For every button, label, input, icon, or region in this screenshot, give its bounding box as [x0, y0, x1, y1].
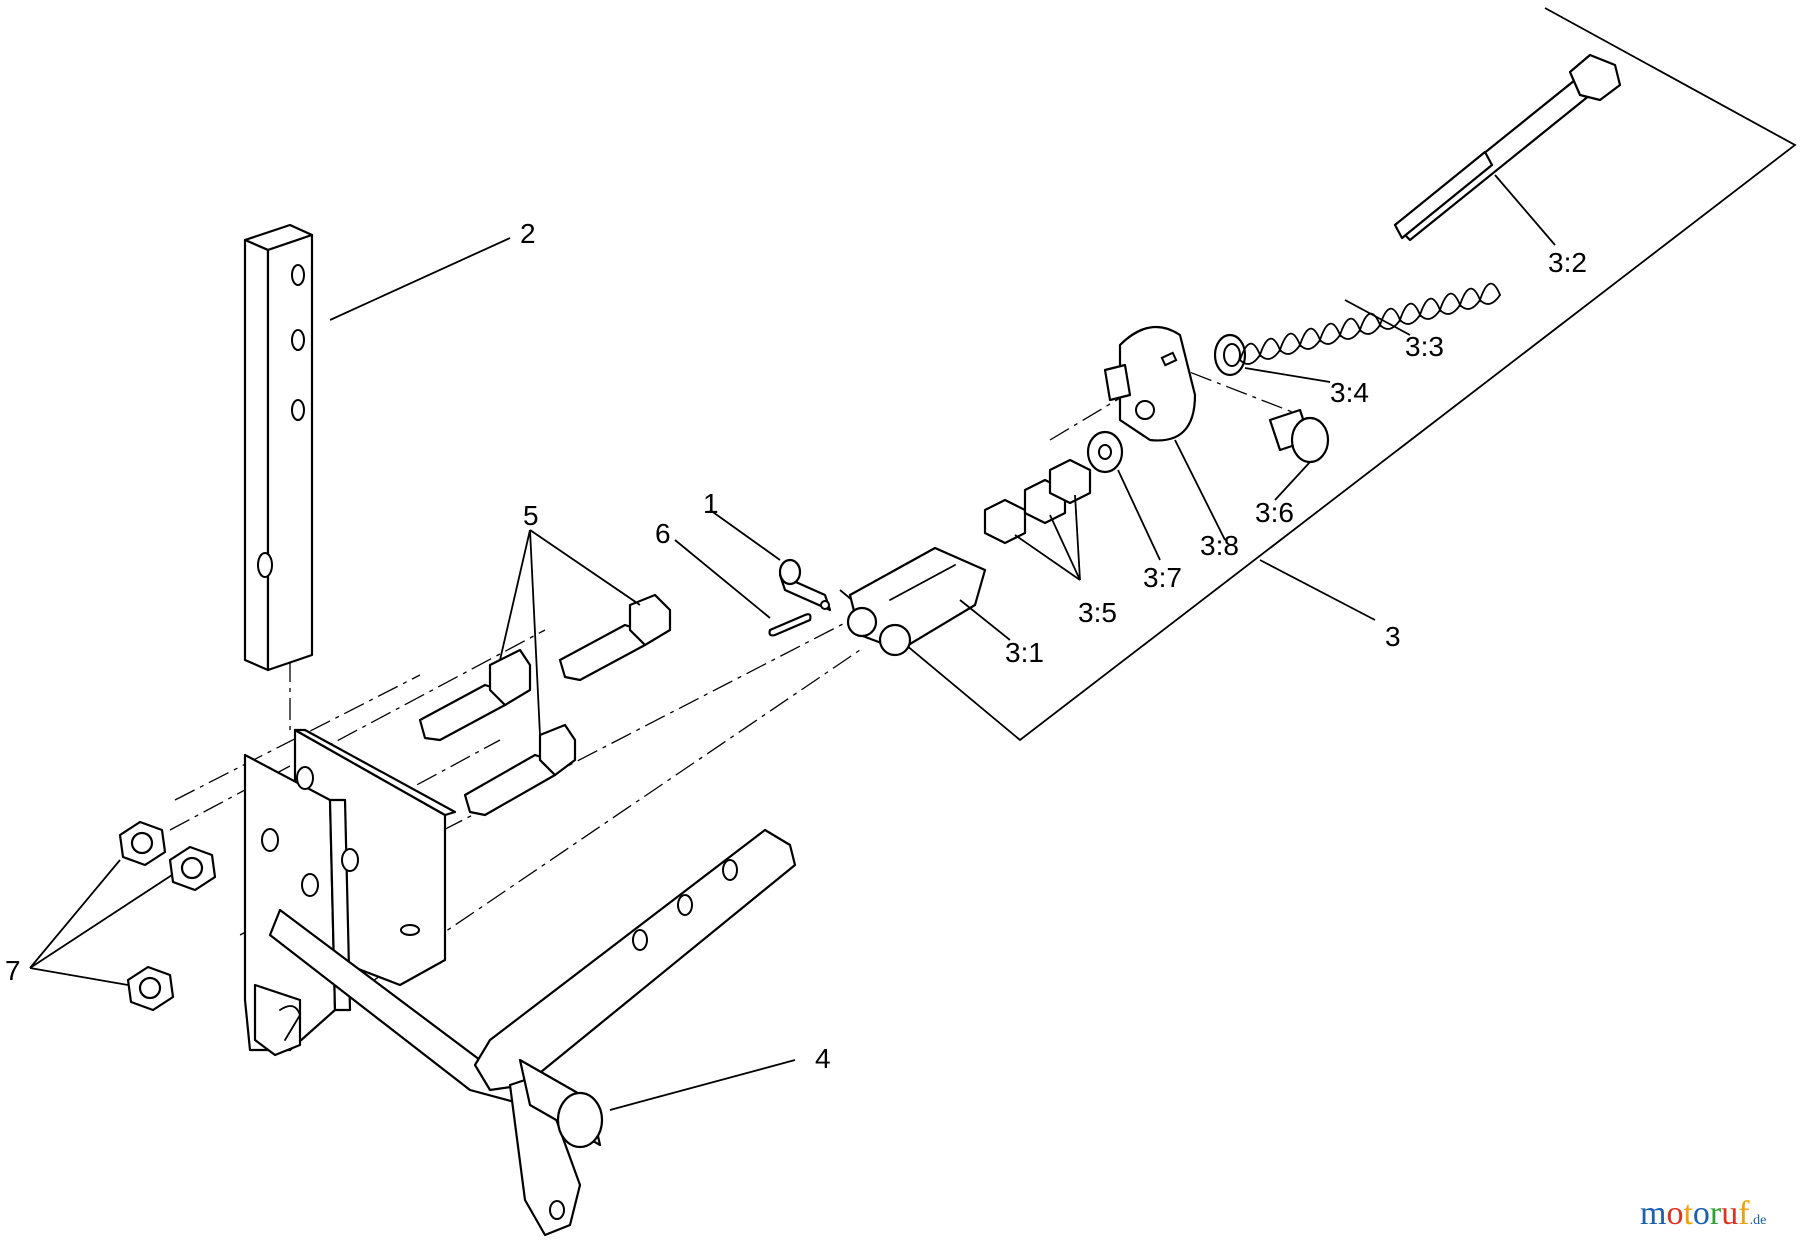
callout-4: 4	[815, 1043, 831, 1074]
mount-bracket-part	[243, 728, 457, 1057]
leader-lines	[29, 174, 1556, 1111]
carriage-bolt-part	[1268, 408, 1330, 464]
bushing-part	[1213, 333, 1247, 377]
callout-2: 2	[520, 218, 536, 249]
callout-3-6: 3:6	[1255, 497, 1294, 528]
clevis-pin-part	[778, 558, 832, 612]
callout-3-2: 3:2	[1548, 247, 1587, 278]
callout-3-5: 3:5	[1078, 597, 1117, 628]
lock-nut-part	[118, 820, 217, 1012]
callout-3: 3	[1385, 621, 1401, 652]
pivot-arm-part	[268, 828, 797, 1237]
cam-plate-part	[1103, 325, 1197, 442]
callout-7: 7	[5, 955, 21, 986]
callout-3-8: 3:8	[1200, 530, 1239, 561]
washer-part	[1086, 430, 1124, 474]
clevis-part	[846, 546, 987, 657]
callout-1: 1	[703, 488, 719, 519]
callout-labels: 1 2 3 3:1 3:2 3:3 3:4 3:5 3:6 3:7 3:8 4 …	[5, 218, 1587, 1074]
callout-3-7: 3:7	[1143, 562, 1182, 593]
callout-5: 5	[523, 500, 539, 531]
callout-3-4: 3:4	[1330, 377, 1369, 408]
bolt-part	[418, 593, 672, 817]
callout-6: 6	[655, 518, 671, 549]
assembly-3-bracket	[839, 7, 1797, 742]
long-bolt-part	[1393, 53, 1622, 242]
watermark-logo: motoruf.de	[1640, 1195, 1767, 1232]
square-tube-part	[243, 223, 314, 672]
spring-part	[1239, 282, 1501, 365]
cotter-pin-part	[768, 613, 812, 637]
jam-nut-part	[983, 458, 1092, 545]
callout-3-3: 3:3	[1405, 331, 1444, 362]
callout-3-1: 3:1	[1005, 637, 1044, 668]
